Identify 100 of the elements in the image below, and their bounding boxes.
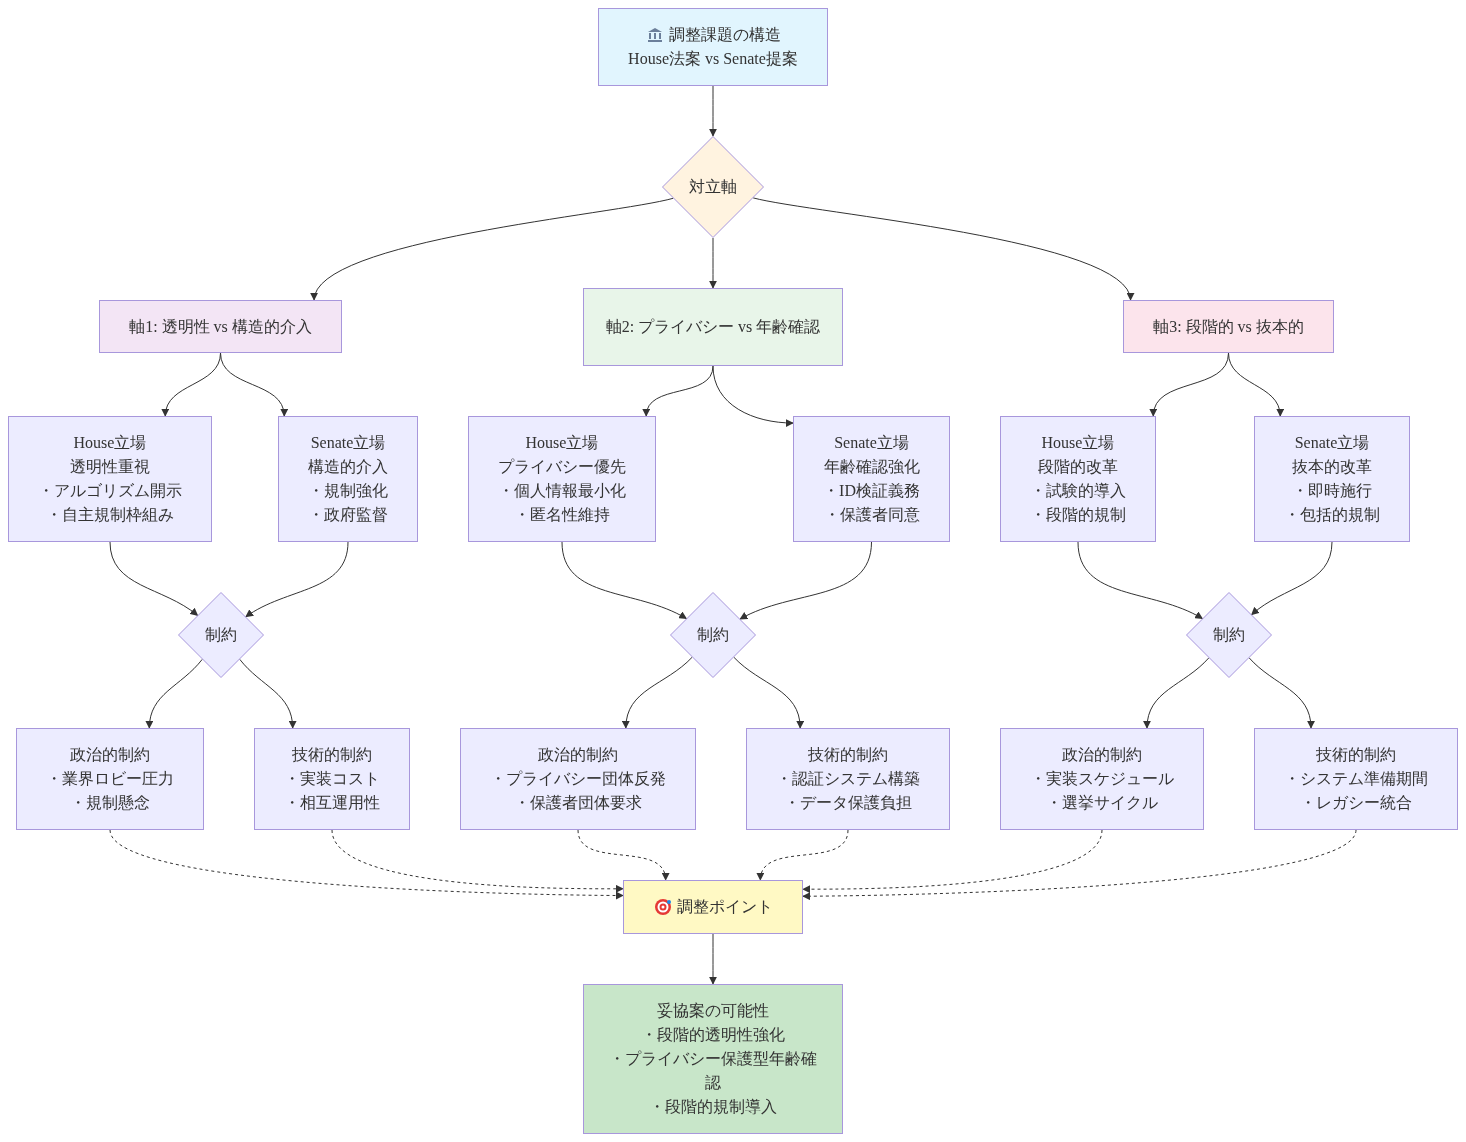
node-text: 対立軸 (689, 177, 737, 197)
arrow (220, 352, 288, 417)
arrow (1248, 657, 1315, 729)
arrow (561, 541, 688, 620)
process-box (1000, 728, 1204, 830)
node-text: Senate立場 (310, 433, 386, 453)
node-text: ・アルゴリズム開示 (38, 481, 182, 501)
node-text: ・データ保護負担 (784, 793, 912, 813)
process-box (583, 288, 843, 366)
process-box (16, 728, 204, 830)
node-text: ・段階的規制 (1030, 505, 1126, 525)
process-box (254, 728, 410, 830)
arrow (709, 85, 717, 137)
node-text: 制約 (205, 625, 237, 645)
node-text: ・相互運用性 (284, 793, 380, 813)
arrow (1250, 541, 1333, 616)
node-text: ・試験的導入 (1030, 481, 1126, 501)
node-text: ・ID検証義務 (823, 481, 920, 501)
node-text: ・認証システム構築 (776, 769, 920, 789)
node-text: House立場 (73, 433, 147, 453)
process-box (1254, 416, 1410, 542)
node-text: 政治的制約 (70, 745, 150, 765)
node-text: House立場 (1041, 433, 1115, 453)
process-box (583, 984, 843, 1134)
node-text: 年齢確認強化 (823, 457, 920, 477)
process-box (1000, 416, 1156, 542)
process-box (278, 416, 418, 542)
node-text: ・段階的透明性強化 (641, 1025, 785, 1045)
arrow (1228, 352, 1284, 417)
node-text: 調整ポイント (676, 897, 773, 917)
node-text: ・レガシー統合 (1300, 793, 1412, 813)
node-text: House立場 (525, 433, 599, 453)
decision-diamond (662, 136, 764, 238)
node-text: ・保護者同意 (823, 505, 920, 525)
decision-diamond (1186, 592, 1272, 678)
arrow (245, 541, 349, 618)
arrow (239, 658, 297, 729)
decision-diamond (670, 592, 756, 678)
node-text: 調整課題の構造 (668, 25, 781, 45)
arrow (802, 829, 1103, 894)
process-box (8, 416, 212, 542)
node-text: 政治的制約 (1062, 745, 1142, 765)
arrow (757, 829, 849, 881)
node-text: 構造的介入 (308, 457, 388, 477)
arrow (712, 365, 794, 427)
process-box (460, 728, 696, 830)
node-text: House法案 vs Senate提案 (628, 49, 798, 69)
node-text: 軸2: プライバシー vs 年齢確認 (605, 317, 821, 337)
arrow (1077, 541, 1204, 620)
arrow (331, 829, 624, 893)
node-text: 技術的制約 (292, 745, 372, 765)
process-box (1254, 728, 1458, 830)
node-text: ・規制懸念 (70, 793, 150, 813)
arrow (313, 197, 674, 301)
node-text: ・政府監督 (308, 505, 388, 525)
arrow (752, 197, 1132, 301)
node-text: 段階的改革 (1038, 457, 1118, 477)
arrow (709, 933, 717, 985)
node-text: ・個人情報最小化 (498, 481, 626, 501)
node-text: ・実装コスト (284, 769, 380, 789)
node-text: 制約 (697, 625, 729, 645)
arrow (622, 656, 693, 729)
node-text: 政治的制約 (538, 745, 618, 765)
node-text: ・自主規制枠組み (46, 505, 174, 525)
arrow (1143, 657, 1210, 729)
process-box (623, 880, 803, 934)
node-text: Senate立場 (1294, 433, 1370, 453)
node-text: 軸1: 透明性 vs 構造的介入 (129, 316, 312, 337)
arrow (709, 237, 717, 289)
process-box (1123, 300, 1334, 353)
decision-diamond (178, 592, 264, 678)
process-box (793, 416, 950, 542)
node-text: ・業界ロビー圧力 (46, 769, 174, 789)
process-box (99, 300, 342, 353)
arrow (145, 658, 203, 729)
node-text: 軸3: 段階的 vs 抜本的 (1153, 316, 1304, 337)
node-text: ・即時施行 (1292, 481, 1372, 501)
node-text: ・保護者団体要求 (514, 793, 642, 813)
arrow (577, 829, 669, 881)
node-text: ・包括的規制 (1284, 505, 1380, 525)
node-text: Senate立場 (834, 433, 909, 453)
node-text: 妥協案の可能性 (657, 1001, 769, 1021)
arrow (733, 656, 804, 729)
node-text: 技術的制約 (808, 745, 888, 765)
node-text: ・匿名性維持 (514, 505, 610, 525)
node-text: ・規制強化 (308, 481, 388, 501)
arrow (109, 829, 624, 900)
node-text: 技術的制約 (1316, 745, 1396, 765)
node-text: 制約 (1213, 625, 1245, 645)
arrow (802, 829, 1357, 901)
node-text: ・実装スケジュール (1030, 769, 1174, 789)
node-text: ・段階的規制導入 (649, 1097, 777, 1117)
node-text: 抜本的改革 (1292, 457, 1372, 477)
process-box (746, 728, 950, 830)
process-box (468, 416, 656, 542)
process-box (598, 8, 828, 86)
node-text: ・プライバシー保護型年齢確認 (608, 1049, 818, 1093)
node-text: ・システム準備期間 (1284, 769, 1428, 789)
node-text: 透明性重視 (70, 457, 150, 477)
arrow (643, 365, 714, 417)
